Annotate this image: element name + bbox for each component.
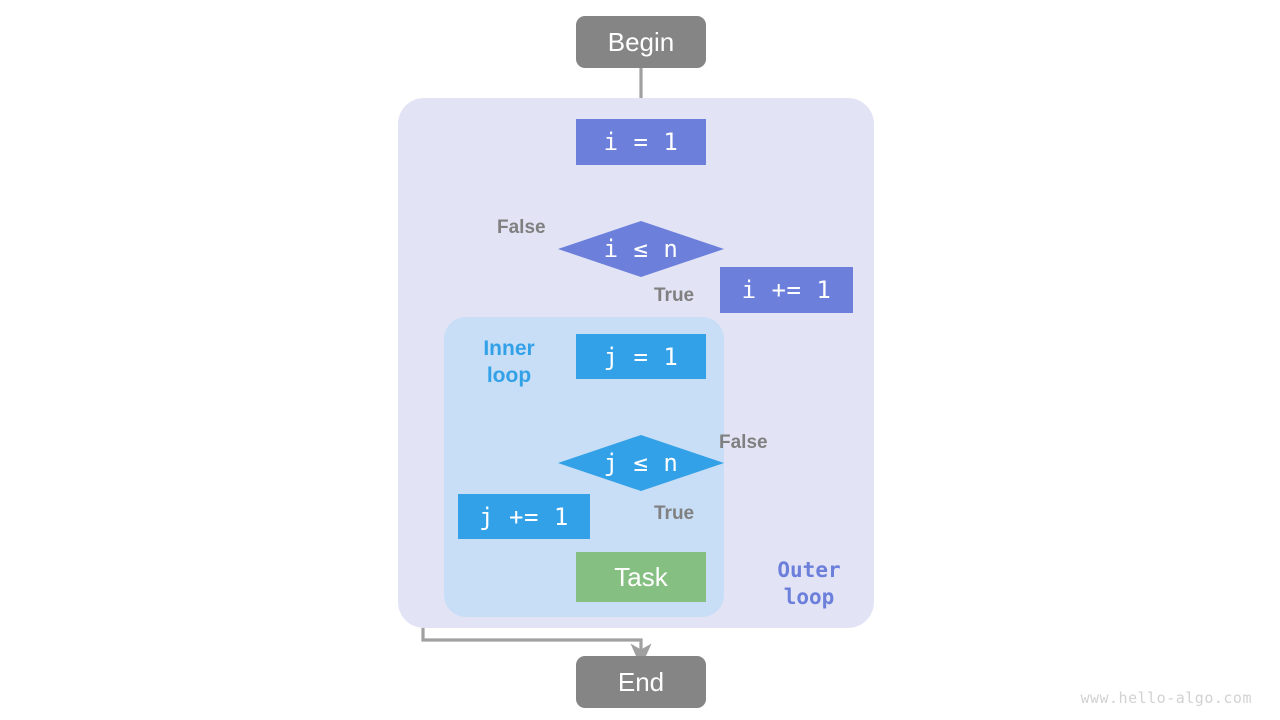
edge-label-j-false: False xyxy=(719,432,768,453)
node-i-incr-label: i += 1 xyxy=(741,276,832,304)
node-end-label: End xyxy=(617,666,665,697)
edge-label-i-false: False xyxy=(497,217,546,238)
node-begin[interactable]: Begin xyxy=(576,16,706,68)
inner-loop-label: Inner loop xyxy=(483,337,535,387)
node-begin-label: Begin xyxy=(607,26,675,57)
node-task-label: Task xyxy=(614,561,668,592)
node-j-init[interactable]: j = 1 xyxy=(576,334,706,379)
node-j-init-label: j = 1 xyxy=(603,342,679,371)
node-i-init-label: i = 1 xyxy=(603,128,679,156)
edge-label-j-true: True xyxy=(654,503,695,524)
node-end[interactable]: End xyxy=(576,656,706,708)
node-j-incr-label: j += 1 xyxy=(479,502,569,531)
watermark: www.hello-algo.com xyxy=(1080,689,1252,707)
edge-label-i-true: True xyxy=(654,285,695,306)
outer-loop-label: Outer loop xyxy=(777,558,841,609)
node-j-incr[interactable]: j += 1 xyxy=(458,494,590,539)
node-i-init[interactable]: i = 1 xyxy=(576,119,706,165)
node-i-incr[interactable]: i += 1 xyxy=(720,267,853,313)
node-task[interactable]: Task xyxy=(576,552,706,602)
